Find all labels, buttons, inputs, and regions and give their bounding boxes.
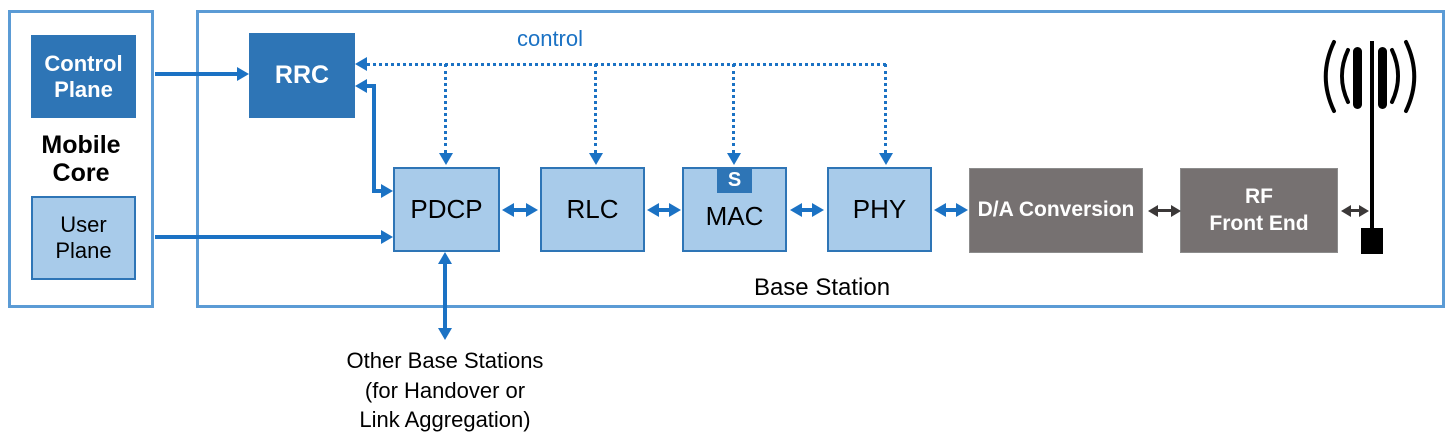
user-plane-label: User Plane [55, 212, 112, 263]
scheduler-label: S [727, 168, 742, 191]
scheduler-badge: S [717, 167, 752, 193]
mac-label: MAC [705, 201, 764, 231]
antenna-icon [1323, 40, 1417, 254]
arrow-da-rf-line [1156, 209, 1173, 212]
control-drop-mac-line [732, 64, 735, 153]
arrow-up-pdcp-line [155, 235, 381, 239]
control-drop-mac-head-icon [727, 153, 741, 165]
arrow-pdcp-rlc-line [512, 208, 528, 212]
arrow-mac-phy-head-right-icon [812, 203, 824, 217]
control-drop-pdcp-head-icon [439, 153, 453, 165]
control-plane-block: Control Plane [31, 35, 136, 118]
arrow-phy-da-head-right-icon [956, 203, 968, 217]
control-drop-pdcp-line [444, 64, 447, 153]
arrow-rlc-mac-line [657, 208, 671, 212]
arrow-up-pdcp-head-icon [381, 230, 393, 244]
control-plane-label: Control Plane [44, 50, 123, 102]
connector-rrc-pdcp-head-right-icon [381, 184, 393, 198]
arrow-cp-rrc-head-icon [237, 67, 249, 81]
da-conversion-label: D/A Conversion [977, 198, 1135, 222]
pdcp-block: PDCP [393, 167, 500, 252]
arrow-pdcp-obs-head-down-icon [438, 328, 452, 340]
arrow-phy-da-line [944, 208, 958, 212]
arrow-rlc-mac-head-left-icon [647, 203, 659, 217]
arrow-mac-phy-line [800, 208, 814, 212]
rrc-block: RRC [249, 33, 355, 118]
arrow-rf-antenna-line [1349, 209, 1362, 212]
rf-front-end-block: RF Front End [1180, 168, 1338, 253]
rlc-block: RLC [540, 167, 645, 252]
control-bus-line [367, 63, 886, 66]
connector-rrc-pdcp-line3 [372, 189, 381, 193]
connector-rrc-pdcp-line1 [367, 84, 376, 88]
control-label: control [516, 26, 584, 51]
arrow-da-rf-head-left-icon [1148, 205, 1158, 217]
control-drop-phy-head-icon [879, 153, 893, 165]
rf-front-end-label: RF Front End [1209, 185, 1309, 235]
da-conversion-block: D/A Conversion [969, 168, 1143, 253]
control-drop-phy-line [884, 64, 887, 153]
arrow-phy-da-head-left-icon [934, 203, 946, 217]
arrow-rf-antenna-head-left-icon [1341, 205, 1351, 217]
base-station-label: Base Station [753, 274, 891, 301]
arrow-cp-rrc-line [155, 72, 237, 76]
arrow-da-rf-head-right-icon [1171, 205, 1181, 217]
arrow-rlc-mac-head-right-icon [669, 203, 681, 217]
arrow-rf-antenna-head-right-icon [1359, 205, 1369, 217]
arrow-mac-phy-head-left-icon [790, 203, 802, 217]
arrow-pdcp-rlc-head-left-icon [502, 203, 514, 217]
control-drop-rlc-line [594, 64, 597, 153]
arrow-pdcp-rlc-head-right-icon [526, 203, 538, 217]
base-station-container [196, 10, 1445, 308]
phy-label: PHY [852, 194, 907, 224]
mobile-core-label: Mobile Core [41, 131, 121, 187]
pdcp-label: PDCP [410, 194, 483, 224]
rrc-label: RRC [274, 61, 330, 89]
connector-rrc-pdcp-head-left-icon [355, 79, 367, 93]
rlc-label: RLC [566, 194, 619, 224]
user-plane-block: User Plane [31, 196, 136, 280]
phy-block: PHY [827, 167, 932, 252]
control-bus-head-icon [355, 57, 367, 71]
connector-rrc-pdcp-line2 [372, 84, 376, 193]
arrow-pdcp-obs-line [443, 262, 447, 330]
control-drop-rlc-head-icon [589, 153, 603, 165]
arrow-pdcp-obs-head-up-icon [438, 252, 452, 264]
other-base-stations-label: Other Base Stations (for Handover or Lin… [346, 348, 544, 433]
